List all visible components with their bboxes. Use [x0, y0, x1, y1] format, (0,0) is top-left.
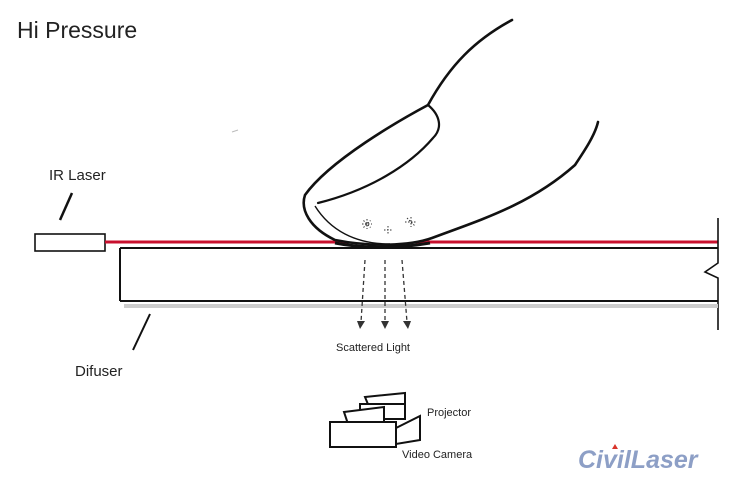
- projector-label: Projector: [427, 407, 471, 419]
- video-camera-label: Video Camera: [402, 449, 473, 461]
- video-camera-icon: [329, 405, 421, 448]
- scattered-light-arrows: [360, 259, 408, 323]
- ir-laser-source-box: [34, 233, 106, 252]
- difuser-label: Difuser: [75, 363, 123, 380]
- touch-sparkle-marks: [362, 217, 417, 234]
- civillaser-logo-text: CivilLaser: [578, 446, 699, 474]
- acrylic-panel: [119, 218, 719, 330]
- diagram-title: Hi Pressure: [17, 17, 137, 43]
- finger-illustration: [231, 18, 600, 249]
- panel-break-mark: [703, 218, 719, 330]
- scattered-light-arrowheads: [357, 321, 411, 329]
- scattered-light-label: Scattered Light: [336, 342, 410, 354]
- ir-laser-label: IR Laser: [49, 167, 106, 184]
- ir-laser-leader-line: [58, 192, 74, 221]
- difuser-leader-line: [132, 313, 151, 351]
- civillaser-logo-accent-icon: [612, 444, 618, 449]
- diffuser-sheet: [124, 304, 718, 308]
